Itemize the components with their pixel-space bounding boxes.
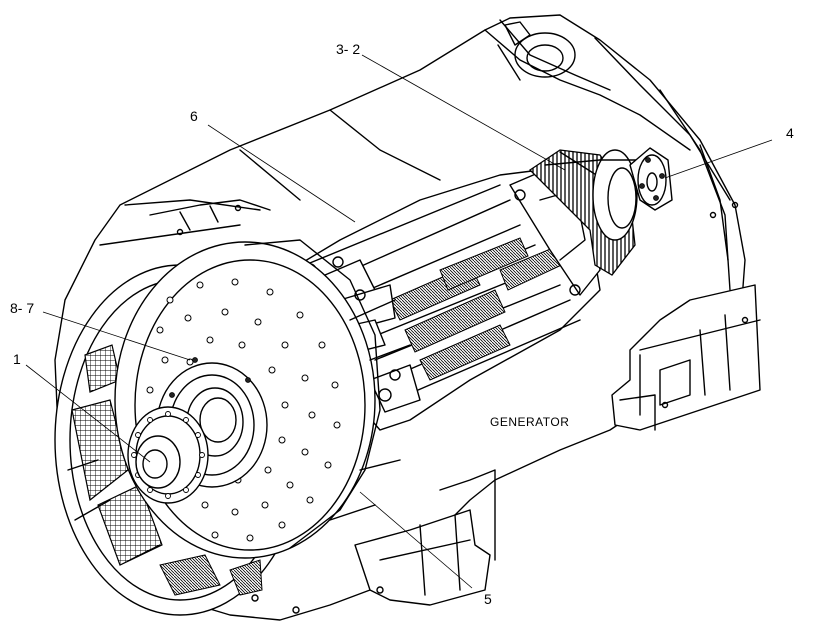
winding-grid-lower — [97, 484, 163, 566]
callout-1: 1 — [13, 351, 21, 367]
bearing-bolts — [131, 411, 205, 499]
leader-8-7 — [42, 311, 191, 361]
exciter-armature — [528, 149, 661, 276]
callout-3-2: 3- 2 — [336, 41, 360, 57]
leader-1 — [25, 364, 151, 463]
leader-4 — [664, 139, 773, 179]
leader-3-2 — [361, 54, 566, 171]
housing-label: GENERATOR — [490, 415, 569, 429]
callout-8-7: 8- 7 — [10, 300, 34, 316]
leader-5 — [359, 491, 473, 589]
rear-flange — [629, 147, 673, 211]
callout-4: 4 — [786, 125, 794, 141]
callout-5: 5 — [484, 591, 492, 607]
drive-end-bearing — [127, 406, 209, 504]
leader-lines — [25, 54, 773, 589]
callout-6: 6 — [190, 108, 198, 124]
leader-6 — [207, 124, 356, 223]
